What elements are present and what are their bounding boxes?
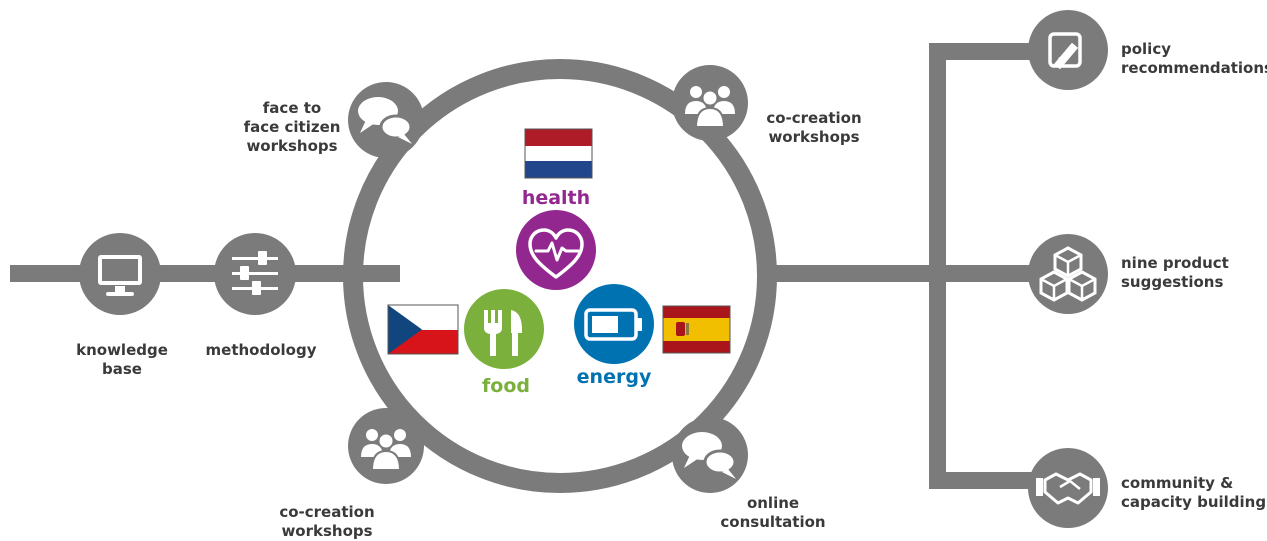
energy-label: energy	[576, 366, 652, 388]
co-creation-bottom-label: co-creation workshops	[279, 503, 375, 540]
output-line	[760, 265, 940, 282]
monitor-icon	[79, 233, 161, 315]
co-creation-top-label: co-creation workshops	[766, 109, 862, 146]
central-ring	[343, 59, 777, 493]
speech-bubbles-icon	[672, 417, 748, 493]
policy-recommendations-label: policy recommendations	[1121, 40, 1267, 77]
netherlands-flag	[524, 128, 593, 179]
community-capacity-building-label: community & capacity building	[1121, 474, 1267, 511]
health-label: health	[521, 187, 591, 209]
food-label: food	[482, 375, 530, 397]
branch-middle	[929, 265, 1039, 282]
czech-flag	[387, 304, 459, 355]
heart-pulse-icon	[516, 210, 596, 290]
boxes-icon	[1028, 234, 1108, 314]
sliders-icon	[214, 233, 296, 315]
input-line	[10, 265, 400, 282]
face-to-face-label: face to face citizen workshops	[243, 99, 341, 155]
nine-product-suggestions-label: nine product suggestions	[1121, 254, 1229, 291]
online-consultation-label: online consultation	[720, 494, 826, 531]
battery-icon	[574, 284, 654, 364]
methodology-label: methodology	[205, 341, 317, 359]
fork-knife-icon	[464, 289, 544, 369]
edit-pencil-icon	[1028, 10, 1108, 90]
knowledge-base-label: knowledge base	[76, 341, 168, 378]
handshake-icon	[1028, 448, 1108, 528]
spain-flag	[662, 305, 731, 354]
people-group-icon	[348, 408, 424, 484]
branch-bottom	[929, 472, 1039, 489]
speech-bubbles-icon	[348, 82, 424, 158]
branch-top	[929, 43, 1039, 60]
people-group-icon	[672, 65, 748, 141]
